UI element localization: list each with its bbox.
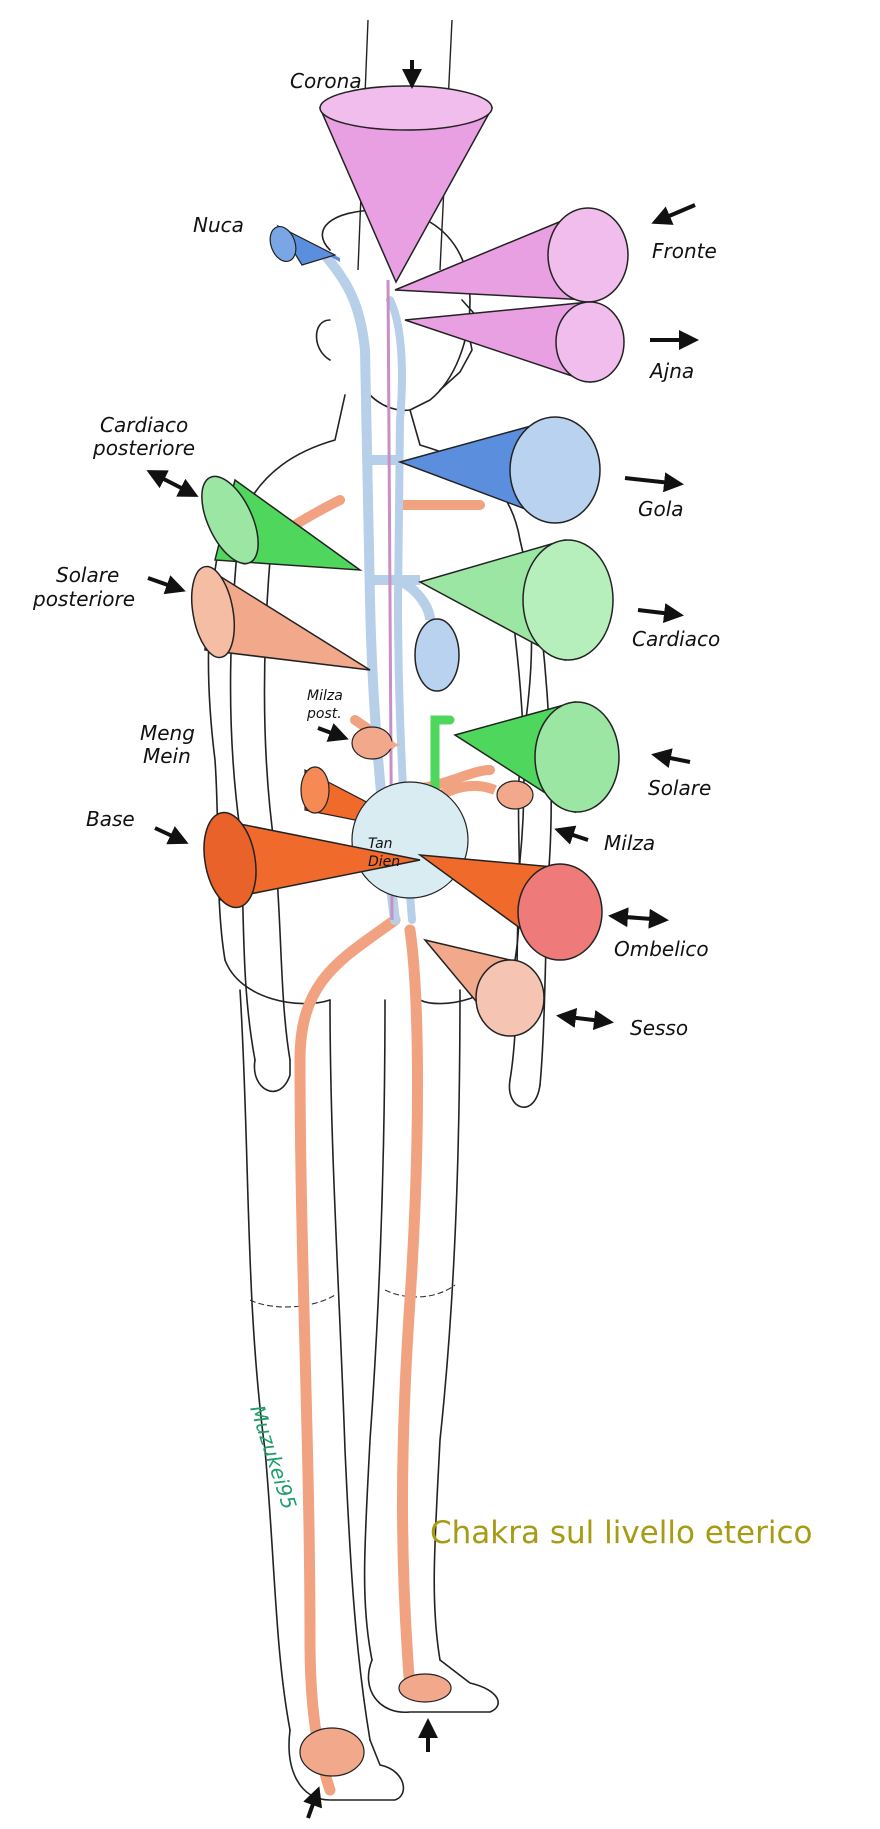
arrow-cardiaco <box>637 603 684 624</box>
cone-fronte <box>394 207 629 303</box>
cone-cardiaco-posteriore <box>201 475 363 571</box>
label-cardiaco-posteriore-line2: posteriore <box>92 436 195 460</box>
label-tan-dien-line1: Tan <box>368 836 393 852</box>
label-ajna: Ajna <box>648 359 694 383</box>
arrow-foot-back <box>303 1786 323 1819</box>
label-cardiaco: Cardiaco <box>632 627 720 651</box>
label-solare: Solare <box>648 776 711 800</box>
label-sesso: Sesso <box>630 1016 688 1040</box>
artist-signature: Muzukei95 <box>245 1402 301 1512</box>
label-base: Base <box>86 807 135 831</box>
label-fronte: Fronte <box>652 239 717 263</box>
label-solare-posteriore-line2: posteriore <box>32 587 135 611</box>
label-nuca: Nuca <box>193 213 244 237</box>
foot-chakra-front <box>398 1673 452 1703</box>
label-meng-mein-line2: Mein <box>143 744 191 768</box>
arrow-solare <box>651 748 691 768</box>
cone-cardiaco <box>418 539 614 662</box>
label-meng-mein-line1: Meng <box>140 721 195 745</box>
cone-nuca <box>269 224 340 266</box>
label-tan-dien-line2: Dien <box>368 854 400 870</box>
channels <box>240 250 497 1796</box>
cone-milza-post <box>351 726 400 760</box>
label-gola: Gola <box>638 497 684 521</box>
label-cardiaco-posteriore-line1: Cardiaco <box>100 413 188 437</box>
label-milza: Milza <box>604 831 655 855</box>
foot-chakra-back <box>299 1727 365 1777</box>
arrow-solare-posteriore <box>147 575 186 595</box>
arrow-base <box>154 826 189 845</box>
label-milza-post-line2: post. <box>306 706 342 722</box>
arrow-ombelico <box>608 907 669 929</box>
cone-gola <box>397 416 601 524</box>
arrow-fronte <box>651 203 696 225</box>
direction-arrows <box>146 60 699 1819</box>
cone-base <box>203 811 421 909</box>
arrow-milza <box>554 825 589 845</box>
chakra-cones <box>190 85 629 1777</box>
chakra-labels: Corona Nuca Fronte Ajna Cardiaco posteri… <box>32 69 720 1040</box>
cone-corona <box>318 85 494 284</box>
label-ombelico: Ombelico <box>614 937 709 961</box>
diagram-caption: Chakra sul livello eterico <box>430 1515 812 1551</box>
cone-sesso <box>422 938 545 1037</box>
arrow-milza-post <box>317 723 349 742</box>
arrow-sesso <box>556 1007 614 1031</box>
label-milza-post-line1: Milza <box>307 688 343 704</box>
cone-solare-posteriore <box>190 565 460 692</box>
arrow-cardiaco-posteriore <box>146 470 199 497</box>
cone-milza <box>496 780 534 810</box>
label-solare-posteriore-line1: Solare <box>56 563 119 587</box>
cone-solare <box>453 701 620 814</box>
label-corona: Corona <box>290 69 362 93</box>
cone-ombelico <box>417 854 603 961</box>
cone-ajna <box>404 301 625 384</box>
arrow-gola <box>624 472 684 493</box>
